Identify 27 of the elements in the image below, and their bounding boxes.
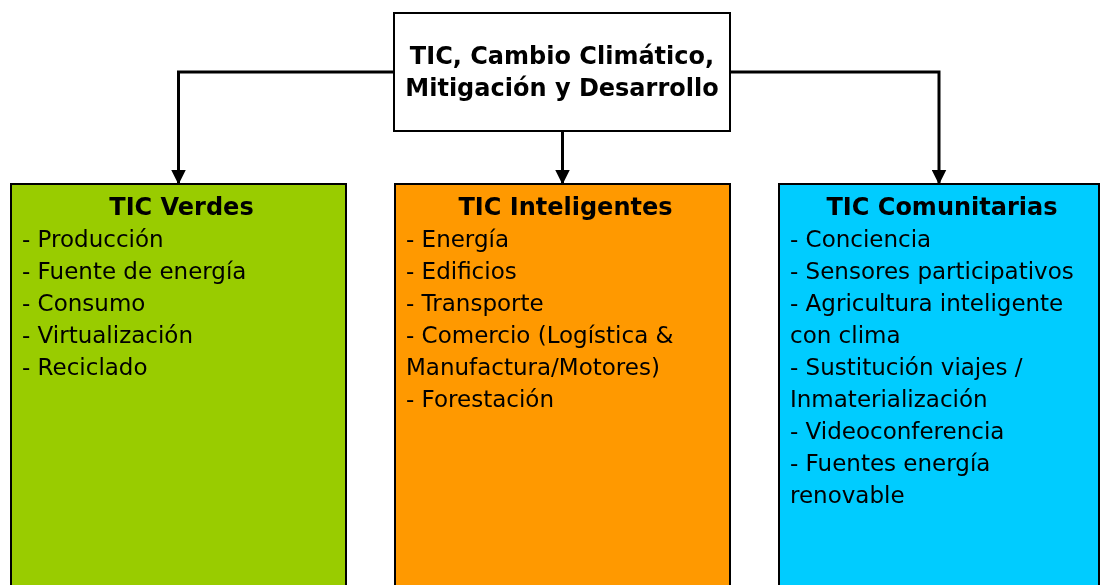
list-item: - Fuente de energía — [22, 257, 247, 286]
list-item: - Consumo — [22, 289, 146, 318]
list-item: - Virtualización — [22, 321, 193, 350]
list-item: - Sensores participativos — [790, 257, 1074, 286]
title-box — [393, 12, 731, 132]
list-item: - Sustitución viajes / Inmaterialización — [790, 353, 1024, 414]
list-item: - Producción — [22, 225, 164, 254]
list-item: - Energía — [406, 225, 509, 254]
list-item: - Videoconferencia — [790, 417, 1005, 446]
list-item: - Agricultura inteligente con clima — [790, 289, 1065, 350]
category-box — [10, 183, 347, 585]
arrow — [731, 70, 947, 185]
category-box — [778, 183, 1100, 585]
box-heading: TIC Comunitarias — [826, 192, 1058, 223]
arrow — [171, 70, 393, 185]
list-item: - Comercio (Logística & Manufactura/Motores) — [406, 321, 675, 382]
arrow — [555, 132, 570, 185]
list-item: - Edificios — [406, 257, 517, 286]
list-item: - Conciencia — [790, 225, 932, 254]
list-item: - Forestación — [406, 385, 554, 414]
box-heading: TIC Inteligentes — [458, 192, 673, 223]
box-heading: TIC Verdes — [109, 192, 254, 223]
list-item: - Fuentes energía renovable — [790, 449, 992, 510]
list-item: - Reciclado — [22, 353, 148, 382]
list-item: - Transporte — [406, 289, 544, 318]
category-box — [394, 183, 731, 585]
box-title: TIC, Cambio Climático, Mitigación y Desarrollo — [404, 41, 720, 104]
